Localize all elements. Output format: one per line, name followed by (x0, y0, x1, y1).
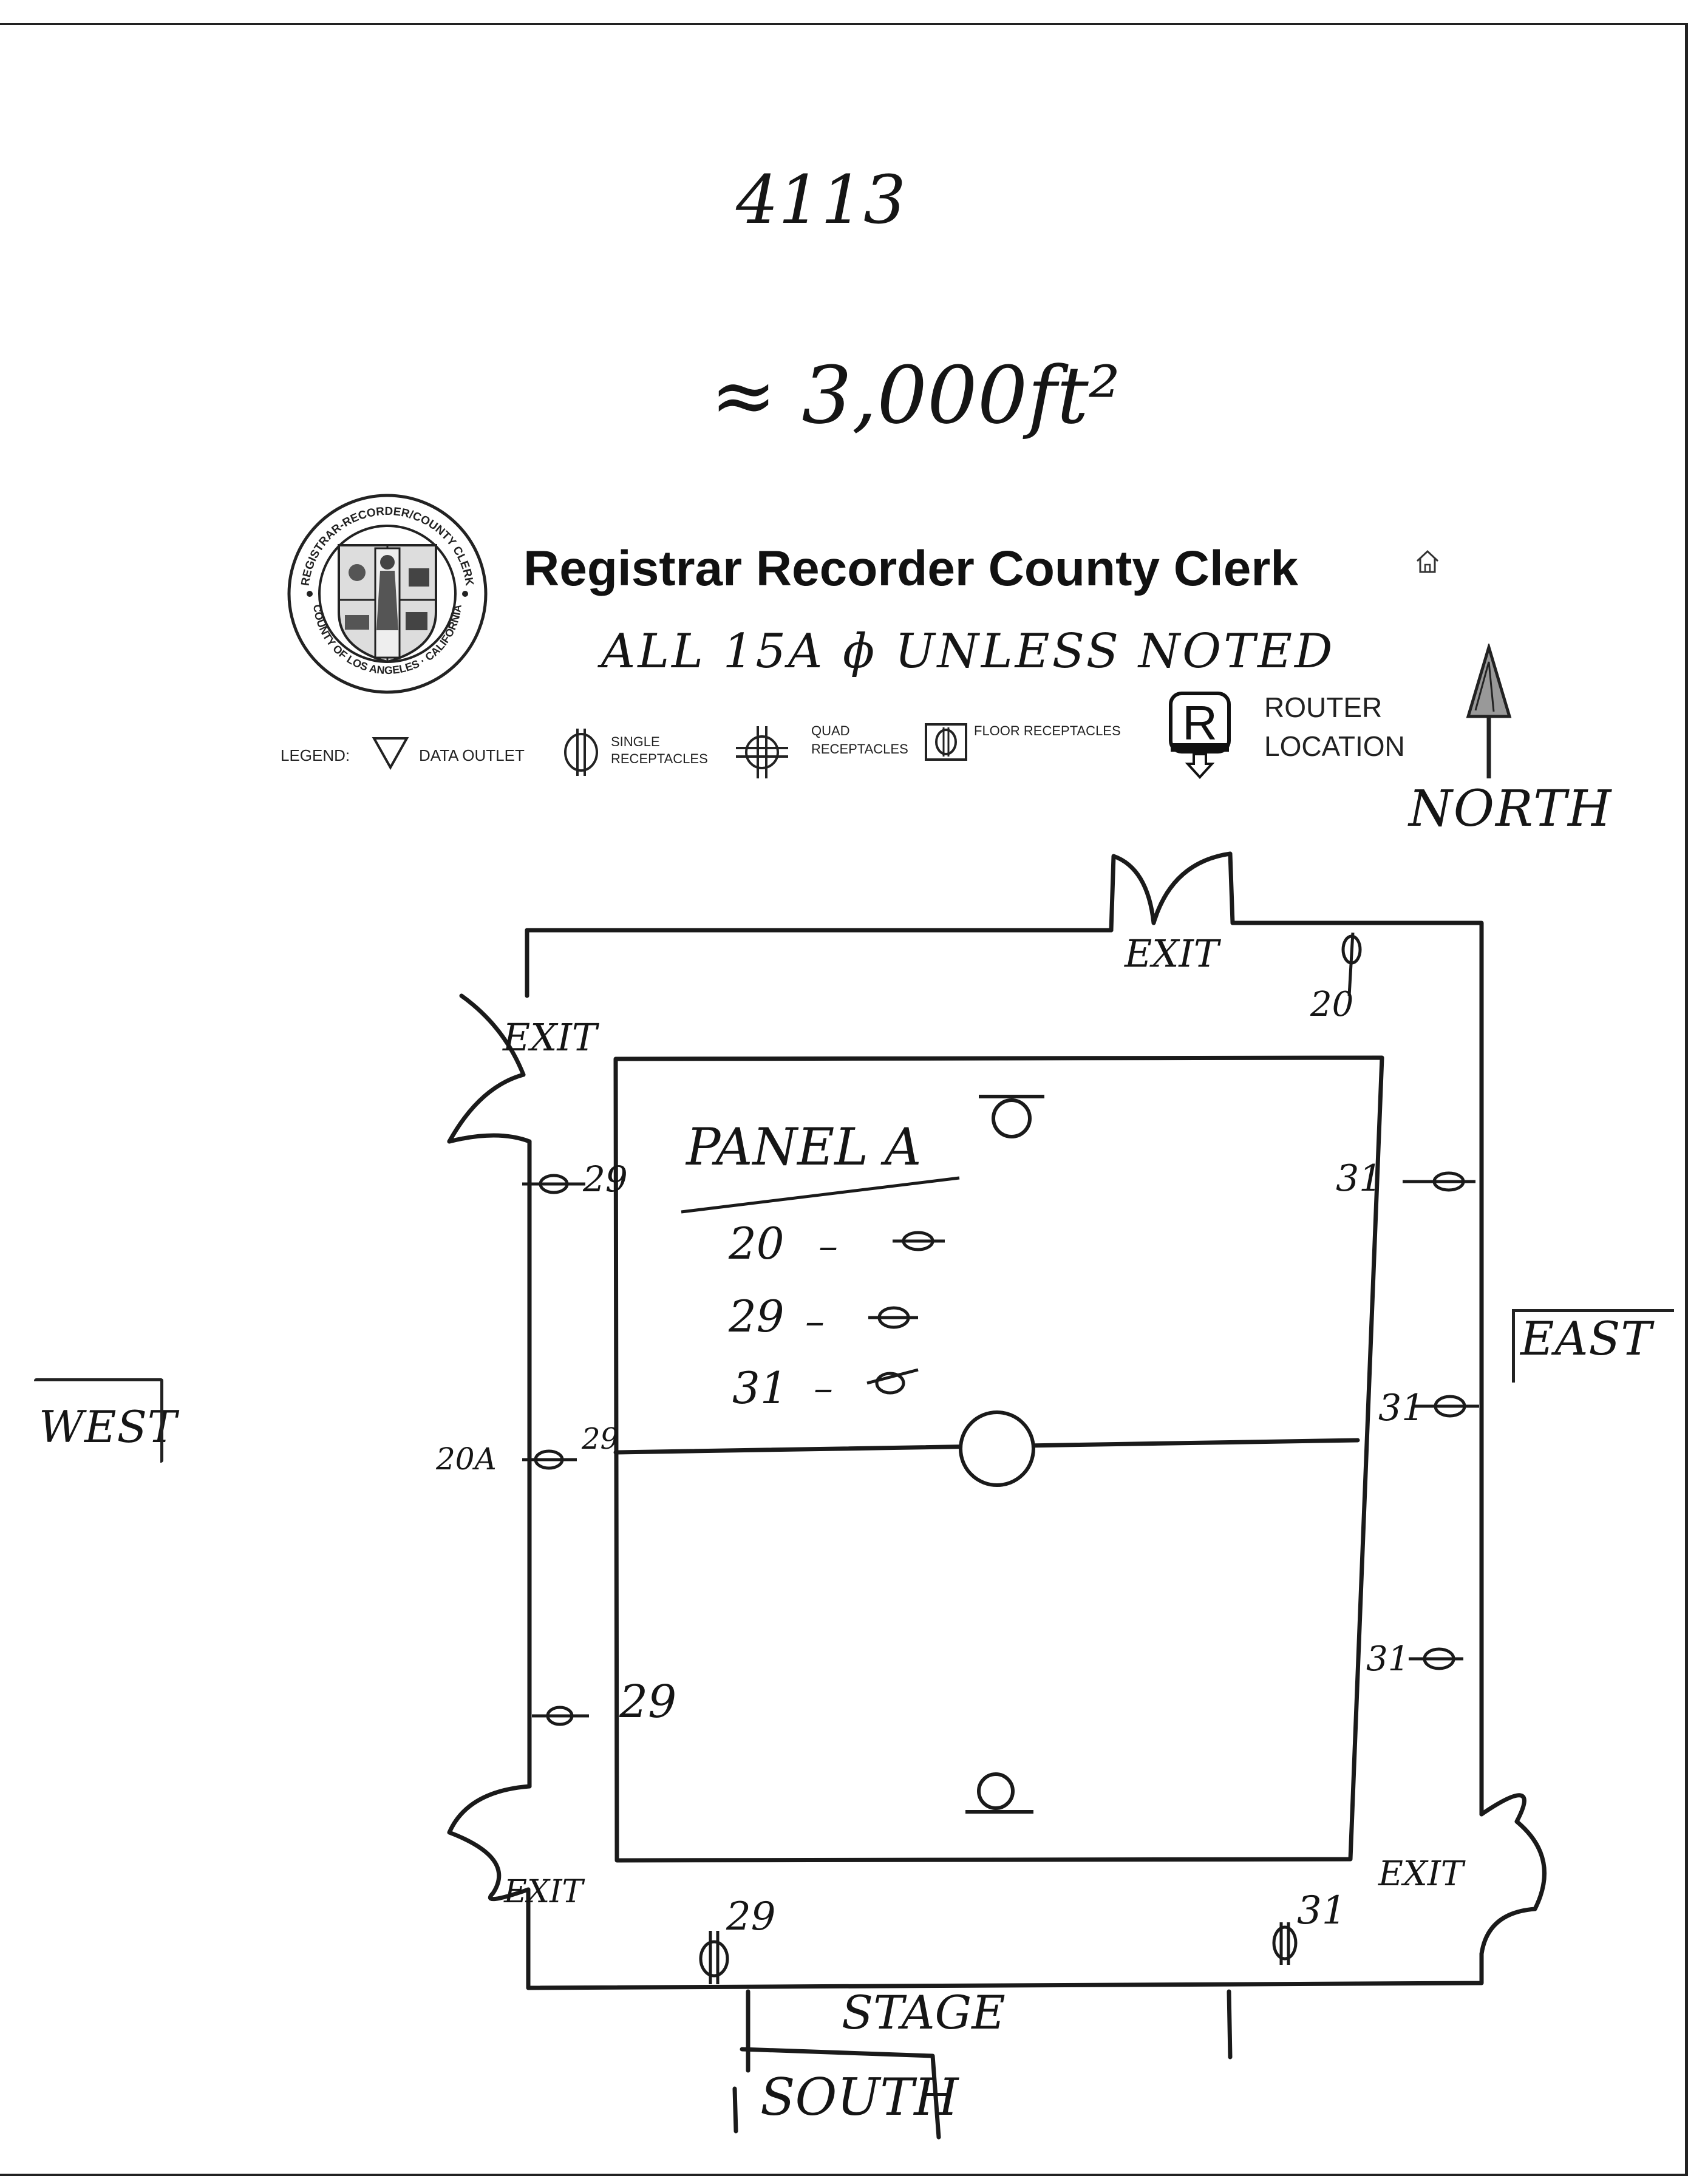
west-label-box (34, 1378, 163, 1463)
exit-label-west-upper: EXIT (503, 1015, 597, 1060)
legend-data-outlet-text: DATA OUTLET (419, 746, 525, 764)
north-label: NORTH (1409, 780, 1613, 838)
circuit-north-wall: 20 (1310, 985, 1354, 1024)
circuit-south-left: 29 (726, 1894, 776, 1939)
legend-quad-line2: RECEPTACLES (811, 741, 908, 757)
circuit-west-upper: 29 (583, 1158, 628, 1200)
data-outlet-marks (965, 1095, 1044, 1814)
floor-receptacle-icon (924, 723, 968, 764)
county-seal: REGISTRAR-RECORDER/COUNTY CLERK COUNTY O… (284, 491, 491, 697)
exit-label-east-lower: EXIT (1378, 1854, 1464, 1894)
panel-row-circuit-31: 31 (732, 1362, 788, 1413)
west-label: WEST (39, 1401, 177, 1452)
circuit-south-right: 31 (1297, 1888, 1347, 1933)
exit-label-west-lower: EXIT (504, 1874, 584, 1910)
panel-row-circuit-20: 20 (729, 1218, 784, 1269)
legend-single-line2: RECEPTACLES (611, 751, 708, 766)
circuit-east-upper: 31 (1336, 1157, 1383, 1200)
panel-row-sep-29: – (805, 1299, 825, 1344)
single-receptacle-icon (560, 725, 602, 782)
circuit-west-lower: 29 (619, 1676, 677, 1728)
east-label: EAST (1520, 1311, 1653, 1366)
page-title: Registrar Recorder County Clerk (523, 541, 1298, 596)
data-outlet-icon (372, 735, 409, 772)
stage-label: STAGE (842, 1985, 1006, 2039)
panel-title: PANEL A (686, 1117, 922, 1177)
area-note: ≈ 3,000ft² (710, 349, 1120, 441)
circuit-east-mid: 31 (1378, 1387, 1425, 1429)
legend-single-line1: SINGLE (611, 734, 660, 749)
circuit-east-lower: 31 (1366, 1639, 1410, 1679)
router-icon: R (1168, 691, 1231, 784)
legend-label: LEGEND: (281, 746, 350, 764)
legend-router-line1: ROUTER (1264, 692, 1383, 723)
legend-floor-text: FLOOR RECEPTACLES (974, 723, 1121, 738)
circuit-west-mid-left: 20A (436, 1441, 497, 1477)
legend-router-line2: LOCATION (1264, 730, 1405, 762)
circuit-west-mid-right: 29 (582, 1422, 619, 1456)
page-number: 4113 (736, 161, 906, 239)
router-letter: R (1182, 696, 1217, 750)
east-label-box (1512, 1309, 1674, 1383)
panel-row-sep-20: – (818, 1224, 838, 1269)
quad-receptacle-icon (733, 724, 791, 783)
page-border (0, 23, 1688, 2176)
exit-label-north: EXIT (1125, 931, 1219, 976)
south-label: SOUTH (760, 2067, 959, 2127)
home-icon[interactable] (1412, 546, 1443, 577)
north-arrow-icon (1451, 642, 1524, 786)
panel-row-circuit-29: 29 (729, 1291, 784, 1342)
voltage-note: ALL 15A ɸ UNLESS NOTED (601, 624, 1335, 679)
legend-quad-line1: QUAD (811, 723, 850, 738)
panel-row-sep-31: – (814, 1366, 833, 1411)
